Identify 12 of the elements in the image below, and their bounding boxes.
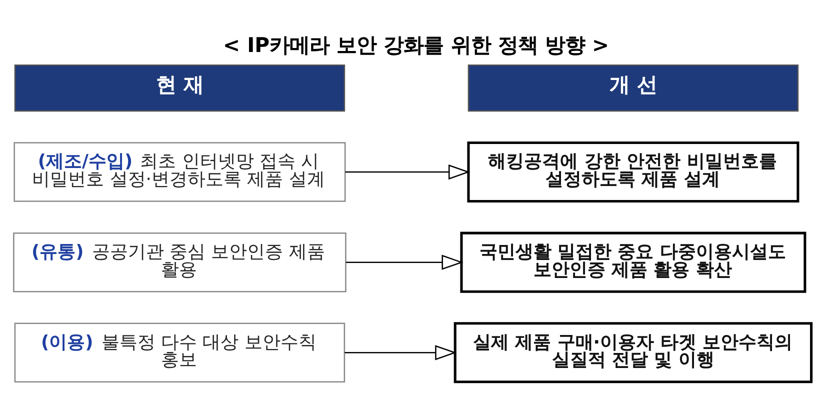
node-box: 실제 제품 구매·이용자 타겟 보안수칙의 실질적 전달 및 이행: [454, 322, 813, 384]
arrow: [345, 164, 470, 180]
diagram-title: < IP카메라 보안 강화를 위한 정책 방향 >: [222, 33, 610, 58]
node-box: (이용) 불특정 다수 대상 보안수칙 홍보: [14, 322, 346, 383]
node-box: 해킹공격에 강한 안전한 비밀번호를 설정하도록 제품 설계: [467, 141, 800, 203]
node-box: 개 선: [468, 64, 799, 112]
node-box: (유통) 공공기관 중심 보안인증 제품 활용: [13, 232, 346, 292]
arrow: [344, 345, 457, 360]
arrow: [346, 254, 464, 270]
node-box: 국민생활 밀접한 중요 다중이용시설도 보안인증 제품 활용 확산: [460, 232, 806, 293]
node-box: (제조/수입) 최초 인터넷망 접속 시 비밀번호 설정·변경하도록 제품 설계: [14, 142, 346, 202]
node-box: 현 재: [14, 64, 346, 112]
